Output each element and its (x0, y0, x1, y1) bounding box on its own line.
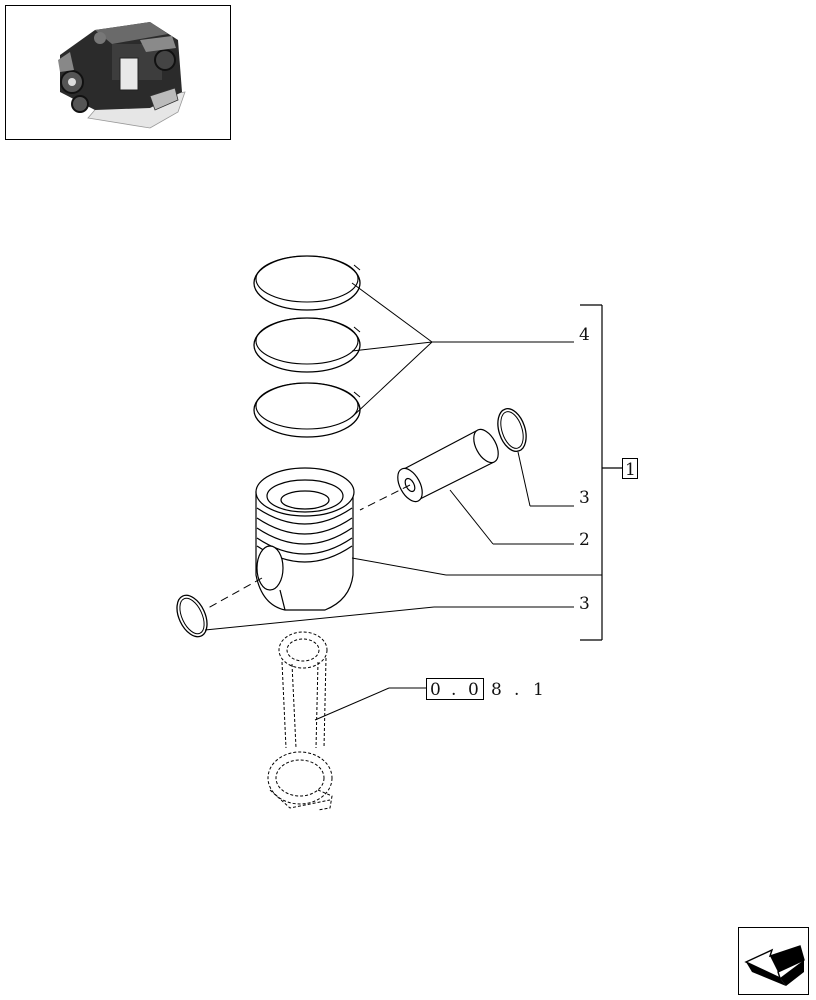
callout-1: 1 (625, 460, 636, 480)
ref-char-5: . (514, 680, 519, 700)
connecting-rod[interactable] (267, 631, 333, 811)
piston-ring-2[interactable] (253, 317, 361, 373)
ref-char-6: 1 (533, 680, 544, 700)
pin-axis-dashed (207, 484, 411, 609)
callout-1-box[interactable]: 1 (622, 458, 638, 481)
engine-thumbnail-icon (58, 22, 186, 129)
ref-char-4: 8 (491, 680, 502, 700)
callout-3-lower: 3 (579, 594, 590, 614)
circlip-lower[interactable] (171, 591, 213, 642)
callout-3-upper: 3 (579, 488, 590, 508)
piston-pin[interactable] (393, 425, 504, 505)
piston-ring-3[interactable] (253, 382, 361, 438)
circlip-upper[interactable] (493, 405, 531, 455)
ref-char-1: 0 (430, 680, 441, 700)
previous-page-button[interactable] (738, 927, 809, 995)
engine-thumbnail[interactable] (5, 5, 231, 140)
ref-char-2: . (451, 680, 456, 700)
ref-char-3: 0 (468, 680, 479, 700)
piston[interactable] (255, 467, 355, 611)
previous-page-arrow-icon (744, 945, 805, 986)
callout-2: 2 (579, 530, 590, 550)
piston-ring-1[interactable] (253, 255, 361, 311)
callout-4: 4 (579, 325, 590, 345)
assembly-bracket (580, 304, 622, 641)
leader-lines (204, 451, 602, 721)
leader-lines-rings (351, 282, 574, 418)
reference-link[interactable]: 0 . 0 8 . 1 (426, 678, 544, 701)
